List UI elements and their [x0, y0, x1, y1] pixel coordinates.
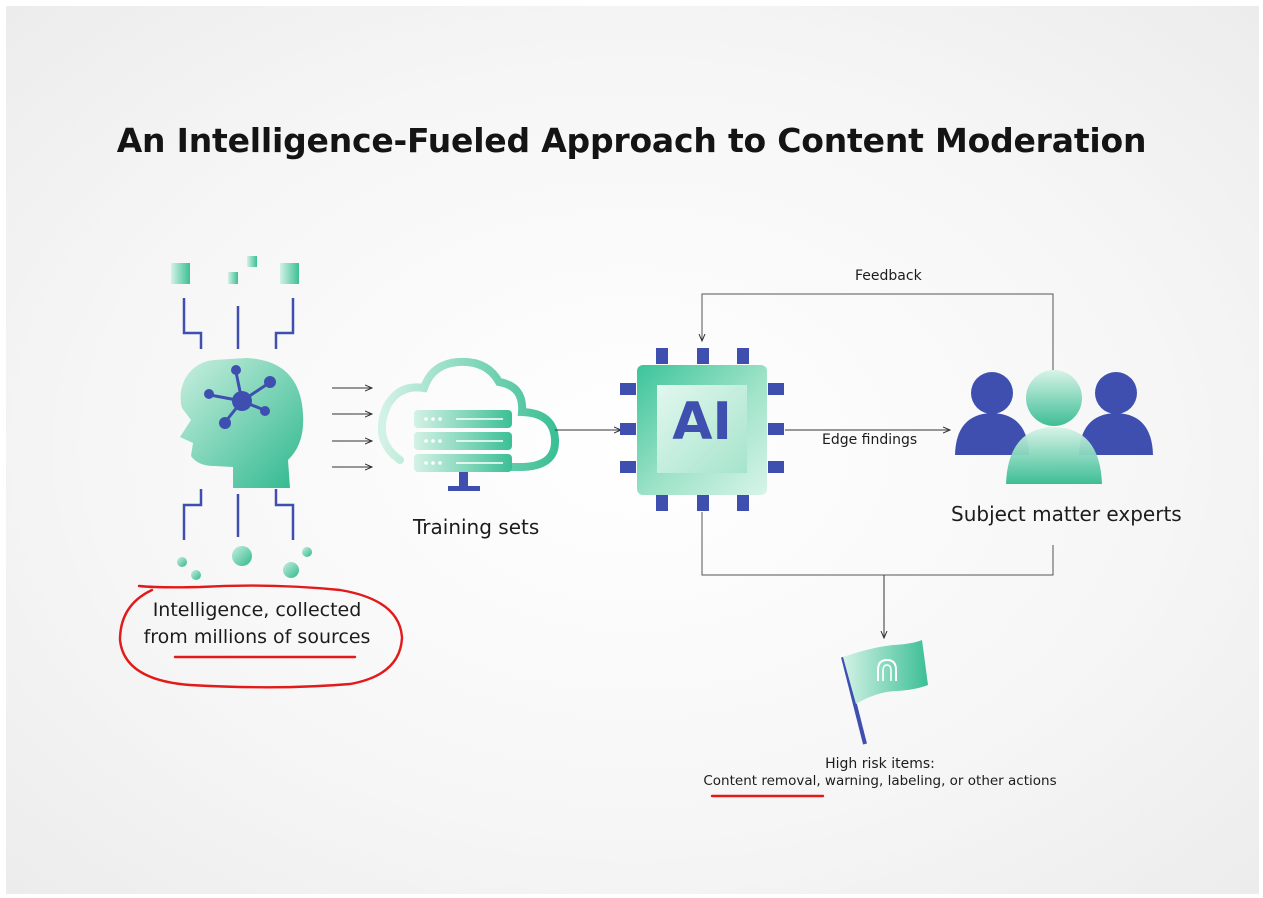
feedback-label: Feedback	[855, 268, 922, 284]
output-connector	[701, 512, 1054, 576]
page-title: An Intelligence-Fueled Approach to Conte…	[116, 121, 1147, 160]
data-squares-icon	[171, 256, 299, 284]
edge-findings-label: Edge findings	[822, 432, 918, 448]
cloud-server-icon	[377, 357, 559, 491]
head-network-icon	[180, 358, 304, 488]
annotation-marks	[118, 584, 825, 798]
subject-matter-experts-label: Subject matter experts	[951, 502, 1182, 526]
data-lines-bottom-icon	[182, 489, 295, 540]
ai-chip-label: AI	[672, 392, 732, 452]
training-sets-label: Training sets	[413, 515, 540, 539]
intelligence-label-line1: Intelligence, collected	[152, 599, 362, 621]
input-arrows	[332, 388, 372, 467]
intelligence-label-line2: from millions of sources	[143, 626, 371, 648]
feedback-loop-line	[702, 293, 1054, 370]
ai-chip-icon	[620, 348, 784, 511]
high-risk-label-line1: High risk items:	[825, 756, 935, 772]
people-icon	[955, 370, 1153, 484]
high-risk-label-line2: Content removal, warning, labeling, or o…	[703, 773, 1057, 789]
flag-icon	[841, 640, 928, 745]
data-dots-icon	[177, 546, 312, 580]
data-lines-top-icon	[182, 298, 295, 349]
